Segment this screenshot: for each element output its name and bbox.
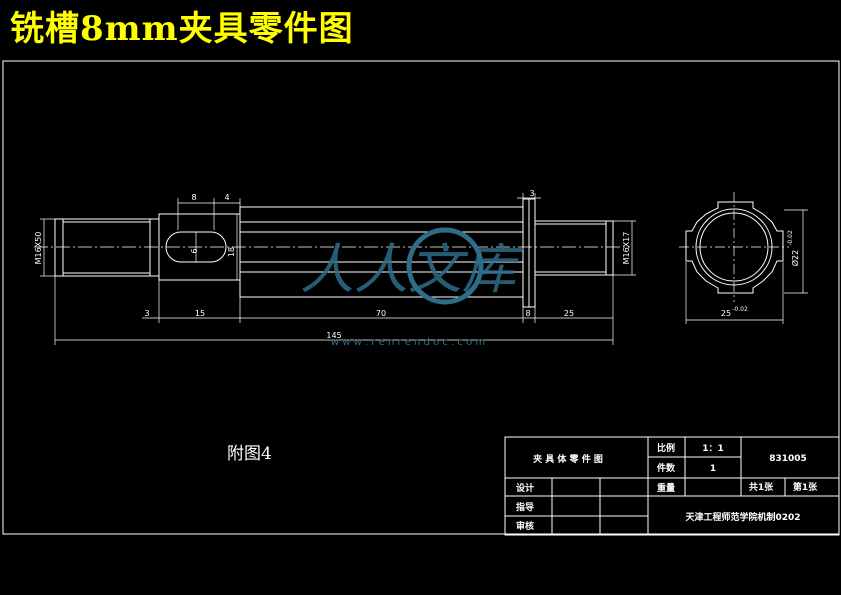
dim-flange-3: 3 xyxy=(529,189,534,198)
weight-label: 重量 xyxy=(657,482,675,494)
dim-18: 18 xyxy=(227,247,236,257)
dim-8: 8 xyxy=(525,309,530,318)
dim-thread-right: M16X17 xyxy=(622,232,631,265)
dim-4: 4 xyxy=(224,193,229,202)
dim-slot-8: 8 xyxy=(191,193,196,202)
sheet-number: 第1张 xyxy=(793,481,818,493)
dim-15: 15 xyxy=(195,309,205,318)
dim-tolerance-1: -0.02 xyxy=(787,230,794,246)
end-view-centerlines xyxy=(679,192,789,302)
design-label: 设计 xyxy=(516,482,534,494)
watermark: 人人文库 w w w . r e n r e n d o c . c o m xyxy=(300,227,524,348)
dim-3: 3 xyxy=(144,309,149,318)
part-name: 夹 具 体 零 件 图 xyxy=(533,453,603,465)
drawing-border xyxy=(2,60,840,535)
drawing-number: 831005 xyxy=(769,454,807,464)
end-view-dimensions xyxy=(685,209,808,324)
dim-25: 25 xyxy=(564,309,574,318)
dim-end-25: 25 xyxy=(721,309,731,318)
dim-thread-left: M16X50 xyxy=(34,232,43,265)
qty-label: 件数 xyxy=(657,462,676,474)
dim-145: 145 xyxy=(326,331,341,340)
dim-slot-width-6: 6 xyxy=(190,248,199,253)
dim-70: 70 xyxy=(376,309,386,318)
sheets-total: 共1张 xyxy=(749,481,774,493)
guide-label: 指导 xyxy=(516,501,534,513)
dim-tolerance-2: -0.02 xyxy=(732,306,748,313)
shaft-end-view xyxy=(685,201,784,294)
dim-diameter-22: Ø22 xyxy=(790,250,800,266)
school-name: 天津工程师范学院机制0202 xyxy=(685,511,800,523)
watermark-logo-text: 人人文库 xyxy=(300,238,524,301)
scale-value: 1：1 xyxy=(702,444,724,454)
dimension-lines xyxy=(40,193,636,345)
qty-value: 1 xyxy=(710,464,716,474)
drawing-title: 铣槽8mm夹具零件图 xyxy=(10,9,354,49)
watermark-url: w w w . r e n r e n d o c . c o m xyxy=(331,337,485,348)
figure-note: 附图4 xyxy=(227,444,272,464)
scale-label: 比例 xyxy=(657,442,675,454)
review-label: 审核 xyxy=(516,520,534,532)
title-block xyxy=(504,436,840,536)
